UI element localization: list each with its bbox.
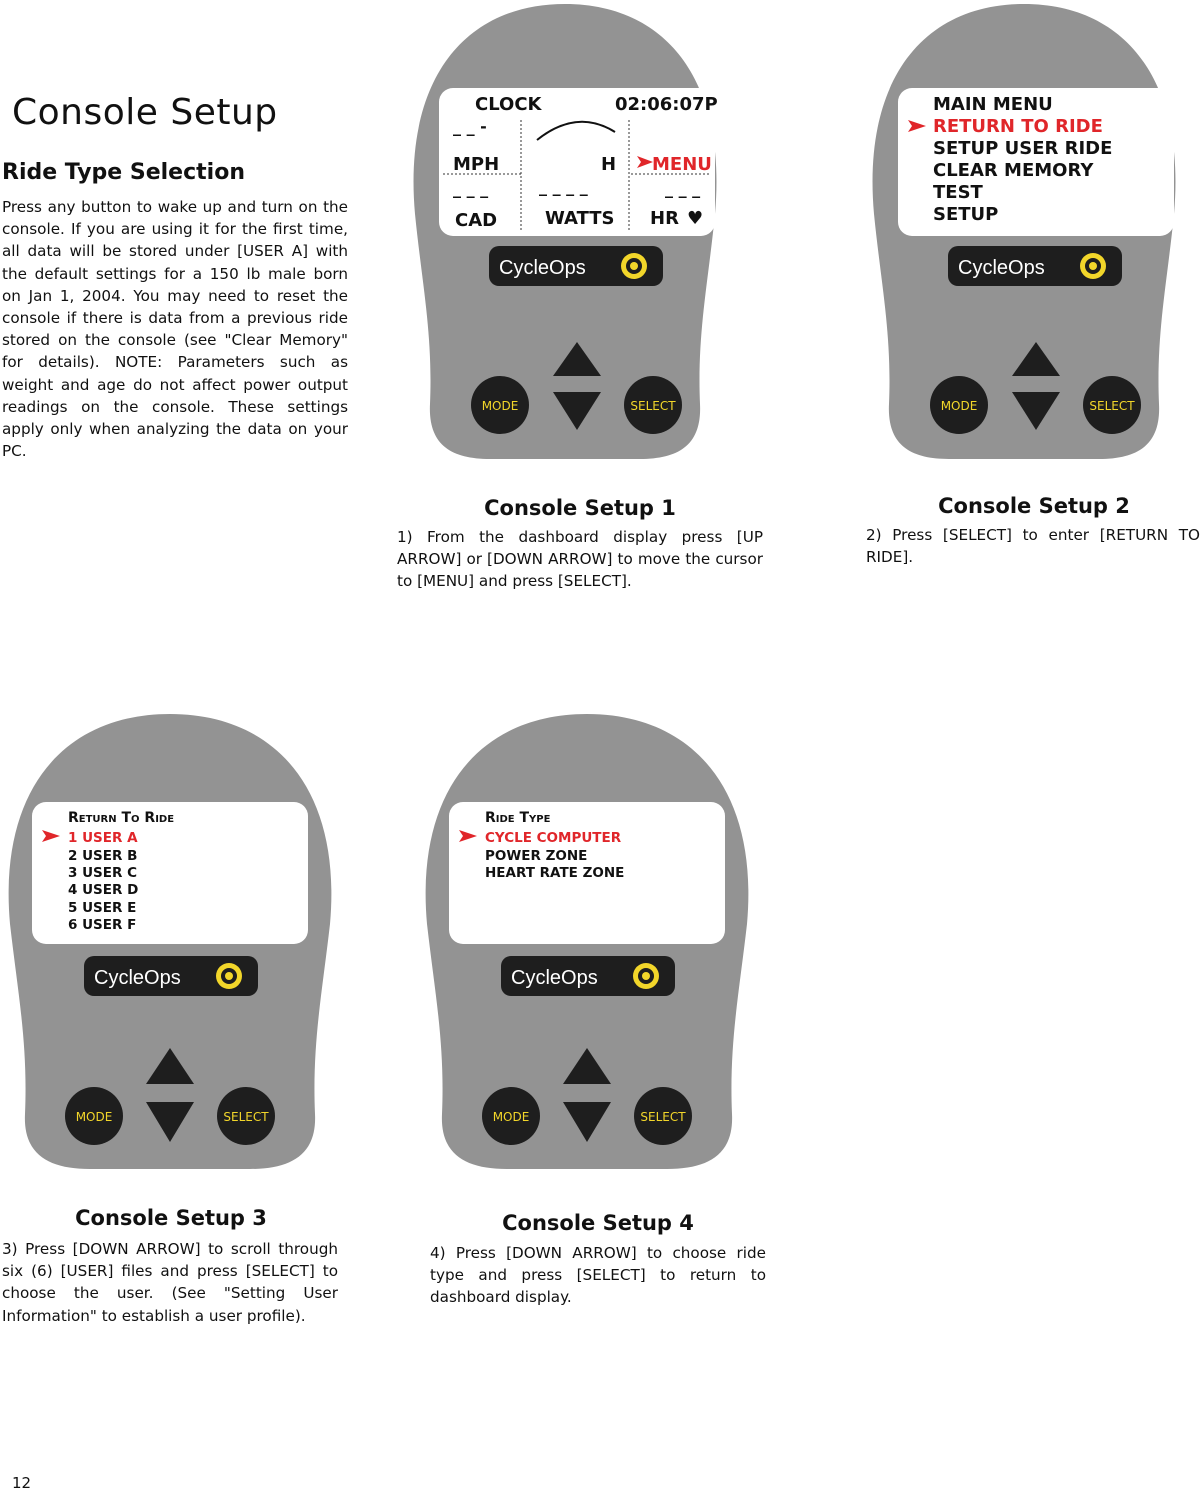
- cycleops-logo: CycleOps: [948, 246, 1122, 286]
- page-title: Console Setup: [12, 92, 278, 133]
- down-arrow-button[interactable]: [563, 1102, 611, 1142]
- ride-type-power-zone: POWER ZONE: [485, 848, 587, 864]
- mode-button[interactable]: MODE: [482, 1087, 540, 1145]
- cursor-arrow-icon: [459, 830, 477, 842]
- select-button[interactable]: SELECT: [217, 1087, 275, 1145]
- screen-title: Ride Type: [485, 810, 551, 826]
- mode-button-label: MODE: [482, 399, 519, 413]
- caption-text-1: 1) From the dashboard display press [UP …: [397, 528, 763, 591]
- mode-button[interactable]: MODE: [65, 1087, 123, 1145]
- select-button[interactable]: SELECT: [1083, 376, 1141, 434]
- console-device-3: Return To Ride 1 USER A 2 USER B 3 USER …: [0, 714, 340, 1174]
- cursor-arrow-icon: [908, 120, 926, 132]
- menu-item-return-to-ride: RETURN TO RIDE: [933, 116, 1103, 137]
- menu-item-test: TEST: [933, 182, 984, 203]
- menu-title: MAIN MENU: [933, 94, 1053, 115]
- lcd-screen: [32, 802, 308, 944]
- mode-button[interactable]: MODE: [471, 376, 529, 434]
- h-label: H: [601, 154, 616, 175]
- lcd-screen: [898, 88, 1174, 236]
- ride-type-heart-rate-zone: HEART RATE ZONE: [485, 865, 624, 881]
- down-arrow-button[interactable]: [553, 392, 601, 430]
- cycleops-logo: CycleOps: [489, 246, 663, 286]
- mode-button-label: MODE: [941, 399, 978, 413]
- caption-text-4: 4) Press [DOWN ARROW] to choose ride typ…: [430, 1244, 766, 1307]
- cursor-arrow-icon: [42, 830, 60, 842]
- cycleops-logo: CycleOps: [84, 956, 258, 996]
- mode-button[interactable]: MODE: [930, 376, 988, 434]
- cad-label: CAD: [455, 210, 497, 231]
- menu-item-setup-user-ride: SETUP USER RIDE: [933, 138, 1112, 159]
- console-device-1: CLOCK 02:06:07P _ _ - MPH H MENU _ _ _ _…: [405, 4, 725, 464]
- caption-title-3: Console Setup 3: [75, 1206, 267, 1230]
- dash-top: _ _ -: [453, 117, 487, 136]
- console-device-2-graphic: MAIN MENU RETURN TO RIDE SETUP USER RIDE…: [872, 4, 1176, 459]
- cursor-arrow-icon: [637, 156, 653, 168]
- caption-title-2: Console Setup 2: [938, 494, 1130, 518]
- hr-label: HR: [650, 208, 679, 229]
- up-arrow-button[interactable]: [1012, 342, 1060, 376]
- console-device-4: Ride Type CYCLE COMPUTER POWER ZONE HEAR…: [417, 714, 757, 1174]
- user-item-e: 5 USER E: [68, 900, 136, 916]
- select-button[interactable]: SELECT: [634, 1087, 692, 1145]
- section-title: Ride Type Selection: [2, 160, 245, 185]
- dash-left: _ _ _: [453, 179, 488, 198]
- user-item-b: 2 USER B: [68, 848, 137, 864]
- lcd-screen: [449, 802, 725, 944]
- user-item-f: 6 USER F: [68, 917, 136, 933]
- up-arrow-button[interactable]: [563, 1048, 611, 1084]
- watts-label: WATTS: [545, 208, 615, 229]
- up-arrow-button[interactable]: [553, 342, 601, 376]
- dash-mid: _ _ _ _: [539, 177, 588, 196]
- menu-item-clear-memory: CLEAR MEMORY: [933, 160, 1094, 181]
- caption-text-2: 2) Press [SELECT] to enter [RETURN TO RI…: [866, 526, 1200, 567]
- mode-button-label: MODE: [493, 1110, 530, 1124]
- user-item-a: 1 USER A: [68, 830, 138, 846]
- brand-name: CycleOps: [958, 257, 1045, 279]
- menu-item-setup: SETUP: [933, 204, 998, 225]
- cycleops-logo: CycleOps: [501, 956, 675, 996]
- caption-title-1: Console Setup 1: [484, 496, 676, 520]
- brand-name: CycleOps: [499, 257, 586, 279]
- dash-right: _ _ _: [665, 179, 700, 198]
- select-button-label: SELECT: [223, 1110, 269, 1124]
- caption-text-3: 3) Press [DOWN ARROW] to scroll through …: [2, 1240, 338, 1325]
- console-device-1-graphic: CLOCK 02:06:07P _ _ - MPH H MENU _ _ _ _…: [413, 4, 718, 459]
- user-item-d: 4 USER D: [68, 882, 138, 898]
- intro-paragraph: Press any button to wake up and turn on …: [2, 198, 348, 461]
- menu-label: MENU: [652, 154, 712, 175]
- up-arrow-button[interactable]: [146, 1048, 194, 1084]
- mode-button-label: MODE: [76, 1110, 113, 1124]
- caption-title-4: Console Setup 4: [502, 1211, 694, 1235]
- brand-name: CycleOps: [511, 967, 598, 989]
- heart-icon: ♥: [687, 208, 703, 229]
- select-button-label: SELECT: [630, 399, 676, 413]
- select-button-label: SELECT: [640, 1110, 686, 1124]
- ride-type-cycle-computer: CYCLE COMPUTER: [485, 830, 622, 846]
- brand-name: CycleOps: [94, 967, 181, 989]
- lcd-screen: [439, 88, 715, 236]
- console-device-2: MAIN MENU RETURN TO RIDE SETUP USER RIDE…: [864, 4, 1184, 464]
- clock-label: CLOCK: [475, 94, 543, 115]
- select-button[interactable]: SELECT: [624, 376, 682, 434]
- console-device-3-graphic: Return To Ride 1 USER A 2 USER B 3 USER …: [8, 714, 332, 1169]
- select-button-label: SELECT: [1089, 399, 1135, 413]
- user-item-c: 3 USER C: [68, 865, 137, 881]
- console-device-4-graphic: Ride Type CYCLE COMPUTER POWER ZONE HEAR…: [425, 714, 749, 1169]
- down-arrow-button[interactable]: [1012, 392, 1060, 430]
- mph-label: MPH: [453, 154, 499, 175]
- down-arrow-button[interactable]: [146, 1102, 194, 1142]
- clock-value: 02:06:07P: [615, 94, 718, 115]
- page-number: 12: [12, 1474, 32, 1492]
- screen-title: Return To Ride: [68, 810, 174, 826]
